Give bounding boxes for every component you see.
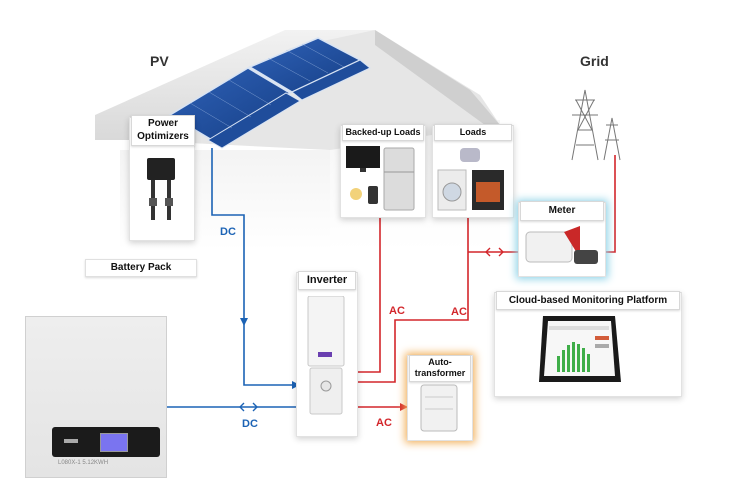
loads-title: Loads — [434, 124, 512, 141]
bidirectional-arrow-icon — [485, 247, 504, 257]
loads-appliances-icon — [437, 148, 504, 211]
meter-title: Meter — [520, 201, 604, 221]
cloud-platform-title: Cloud-based Monitoring Platform — [496, 291, 680, 310]
backed-up-loads-title: Backed-up Loads — [342, 124, 424, 141]
battery-pack-label: Battery Pack — [85, 259, 197, 277]
inverter-icon — [307, 296, 345, 415]
solar-panel — [291, 59, 371, 101]
power-optimizer-icon — [147, 158, 175, 220]
fridge-icon — [383, 147, 415, 211]
transmission-tower — [571, 89, 621, 161]
appliances-icon — [346, 146, 415, 211]
ac-label-2: AC — [451, 306, 467, 318]
battery-lcd-screen — [100, 433, 128, 452]
battery-display-panel — [52, 427, 160, 457]
inverter-title: Inverter — [298, 271, 356, 290]
bidirectional-arrow-icon — [239, 402, 258, 412]
ac-label-1: AC — [389, 305, 405, 317]
solar-panel — [207, 92, 301, 149]
kettle-icon — [460, 148, 480, 162]
solar-panel — [168, 67, 292, 141]
tablet-icon — [539, 316, 621, 382]
ac-wiring — [355, 155, 616, 408]
dc-label-bottom: DC — [242, 418, 258, 430]
meter-icon — [525, 226, 598, 264]
ac-arrow — [400, 403, 408, 411]
battery-model-label: L080X-1 5.12KWH — [58, 460, 109, 466]
lightbulb-icon — [350, 188, 362, 200]
phone-icon — [368, 186, 378, 204]
power-optimizers-title: Power Optimizers — [131, 115, 195, 146]
roof-gable — [375, 30, 500, 125]
auto-transformer-icon — [420, 384, 458, 432]
auto-transformer-title: Auto- transformer — [409, 355, 471, 382]
roof — [95, 30, 375, 140]
solar-panels — [168, 37, 371, 149]
dc-arrow — [240, 318, 248, 326]
dc-label-top: DC — [220, 226, 236, 238]
grid-label: Grid — [580, 53, 609, 69]
ac-label-3: AC — [376, 417, 392, 429]
battery-indicator — [64, 439, 78, 443]
dc-wiring — [165, 148, 300, 408]
tv-icon — [346, 146, 380, 168]
battery-unit: L080X-1 5.12KWH — [25, 316, 167, 478]
pv-label: PV — [150, 53, 169, 69]
